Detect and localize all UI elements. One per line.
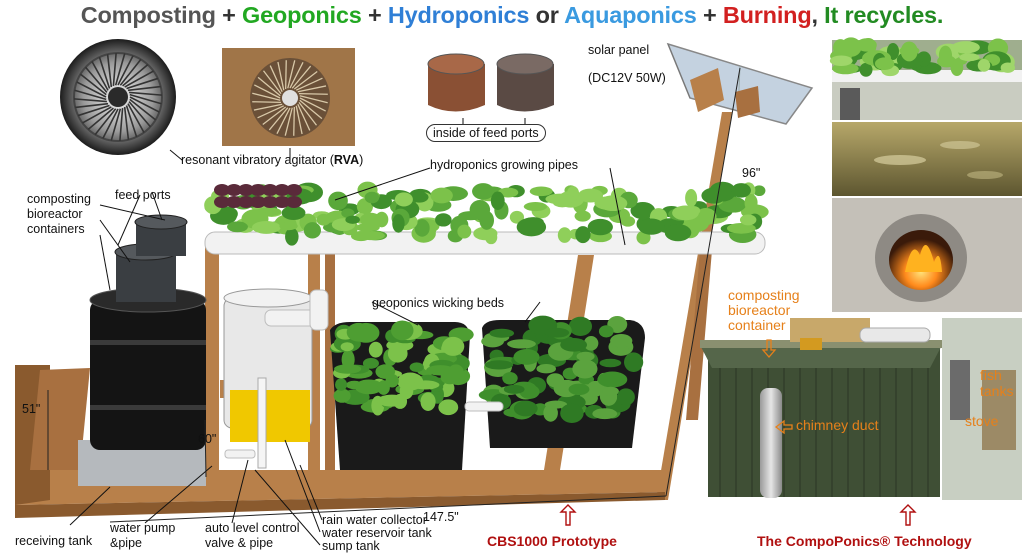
headline-segment: +	[696, 2, 723, 28]
cbs-caption: CBS1000 Prototype	[487, 533, 617, 549]
headline: Composting + Geoponics + Hydroponics or …	[0, 2, 1024, 29]
rain-collector-label: rain water collector	[322, 513, 427, 527]
receiving-tank-label: receiving tank	[15, 534, 93, 548]
feed-ports-inside-photo	[427, 53, 554, 112]
geoponics-wicking-beds-drawing	[329, 315, 645, 470]
composting-label-1: composting	[27, 192, 91, 206]
headline-segment: It recycles.	[824, 2, 944, 28]
caption-arrows	[559, 504, 917, 526]
headline-segment: Geoponics	[241, 2, 362, 28]
inside-feed-ports-label: inside of feed ports	[426, 124, 546, 142]
composting-label-2: bioreactor	[27, 207, 83, 221]
headline-segment: Hydroponics	[387, 2, 530, 28]
compoponics-container-drawing	[700, 318, 1022, 500]
composting-label-3: containers	[27, 222, 85, 236]
chimney-label: chimney duct	[796, 417, 879, 433]
reservoir-label: water reservoir tank	[322, 526, 432, 540]
rva-label: resonant vibratory agitator (RVA)	[181, 153, 364, 167]
cbs-container-label-3: container	[728, 317, 786, 333]
greenhouse-lettuce-photo	[829, 37, 1022, 120]
headline-segment: +	[215, 2, 242, 28]
headline-segment: ,	[811, 2, 825, 28]
pipes-drawing	[224, 289, 504, 459]
dim-96-label: 96"	[742, 166, 761, 180]
cbs-container-label-1: composting	[728, 287, 800, 303]
headline-segment: Composting	[80, 2, 216, 28]
water-reservoir-tank-drawing	[223, 288, 313, 469]
feed-ports-label: feed ports	[115, 188, 171, 202]
solar-panel-label: solar panel	[588, 43, 650, 57]
auto-level-label-1: auto level control	[205, 521, 300, 535]
headline-segment: or	[529, 2, 565, 28]
water-pump-label-1: water pump	[110, 521, 176, 535]
dimension-lines	[47, 67, 741, 523]
cbs-container-label-2: bioreactor	[728, 302, 791, 318]
dim-51-label: 51"	[22, 402, 41, 416]
hydro-pipes-label: hydroponics growing pipes	[430, 158, 579, 172]
hydroponics-pipe-drawing	[204, 181, 769, 255]
compoponics-caption: The CompoPonics® Technology	[757, 533, 972, 549]
fish-label-1: fish	[980, 367, 1002, 383]
solar-spec-label: (DC12V 50W)	[588, 71, 666, 85]
headline-segment: +	[361, 2, 388, 28]
fish-tank-photo	[832, 122, 1022, 196]
rva-installed-photo	[222, 48, 355, 146]
composting-barrel-drawing	[89, 214, 207, 450]
fish-label-2: tanks	[980, 383, 1014, 399]
dim-147-label: 147.5"	[423, 510, 459, 524]
headline-segment: Aquaponics	[564, 2, 697, 28]
auto-level-label-2: valve & pipe	[205, 536, 274, 550]
stove-fire-photo	[832, 198, 1022, 312]
sump-label: sump tank	[322, 539, 380, 553]
geo-beds-label: geoponics wicking beds	[372, 296, 505, 310]
stove-label: stove	[965, 413, 999, 429]
dim-60-label: 60"	[198, 432, 217, 446]
water-pump-label-2: &pipe	[110, 536, 142, 550]
rva-closeup-photo	[60, 39, 176, 155]
headline-segment: Burning	[722, 2, 812, 28]
